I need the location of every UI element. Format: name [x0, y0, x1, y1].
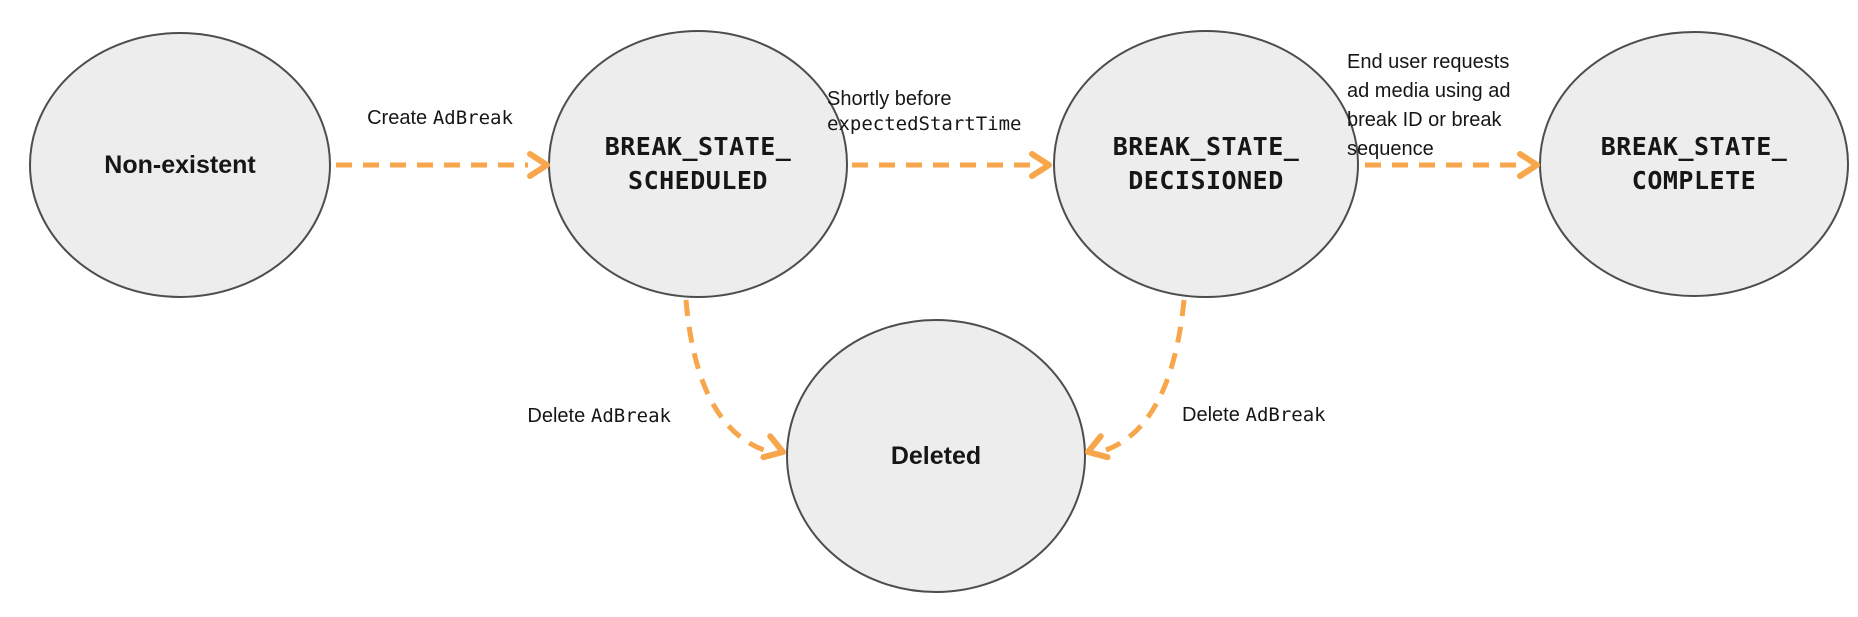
- state-label-text: BREAK_STATE_: [1600, 132, 1788, 161]
- arrowhead-icon: [1517, 151, 1540, 179]
- state-node-break-state-decisioned: [1053, 30, 1359, 298]
- state-label-break-state-complete: BREAK_STATE_ COMPLETE: [1540, 32, 1848, 296]
- transition-arrow-delete-from-decisioned: [1105, 299, 1187, 453]
- transition-arrow-delete-from-scheduled: [683, 299, 765, 453]
- state-label-text: BREAK_STATE_: [604, 132, 792, 161]
- arrowhead-icon: [527, 151, 550, 179]
- state-label-deleted: Deleted: [787, 320, 1085, 592]
- transition-label-code: AdBreak: [1245, 404, 1326, 426]
- transition-label-code: expectedStartTime: [827, 113, 1022, 135]
- transition-label-code: AdBreak: [432, 107, 513, 129]
- state-label-break-state-decisioned: BREAK_STATE_ DECISIONED: [1054, 31, 1358, 297]
- transition-label-text: Create: [367, 107, 428, 129]
- arrowhead-icon: [1085, 433, 1111, 461]
- transition-label-text: End user requests: [1347, 51, 1510, 73]
- arrowhead-icon: [1029, 151, 1052, 179]
- state-node-deleted: [786, 319, 1086, 593]
- transition-label-code: AdBreak: [590, 405, 671, 427]
- state-label-text: DECISIONED: [1128, 166, 1284, 195]
- transition-label-shortly-before: Shortly before expectedStartTime: [827, 87, 1021, 137]
- state-label-text: Deleted: [890, 441, 982, 470]
- state-node-break-state-complete: [1539, 31, 1849, 297]
- transition-label-text: Delete: [527, 405, 586, 427]
- transition-label-text: ad media using ad: [1347, 80, 1511, 102]
- transition-label-text: Shortly before: [827, 88, 952, 110]
- state-label-text: BREAK_STATE_: [1112, 132, 1300, 161]
- state-label-non-existent: Non-existent: [30, 33, 330, 297]
- transition-label-end-user-request: End user requests ad media using ad brea…: [1347, 48, 1547, 164]
- state-node-non-existent: [29, 32, 331, 298]
- state-label-text: SCHEDULED: [628, 166, 768, 195]
- transition-label-text: break ID or break: [1347, 109, 1502, 131]
- arrowhead-icon: [760, 433, 786, 461]
- state-label-break-state-scheduled: BREAK_STATE_ SCHEDULED: [549, 31, 847, 297]
- state-label-text: COMPLETE: [1631, 166, 1757, 195]
- transition-label-text: sequence: [1347, 138, 1434, 160]
- state-label-text: Non-existent: [104, 150, 256, 179]
- transition-label-text: Delete: [1182, 404, 1240, 426]
